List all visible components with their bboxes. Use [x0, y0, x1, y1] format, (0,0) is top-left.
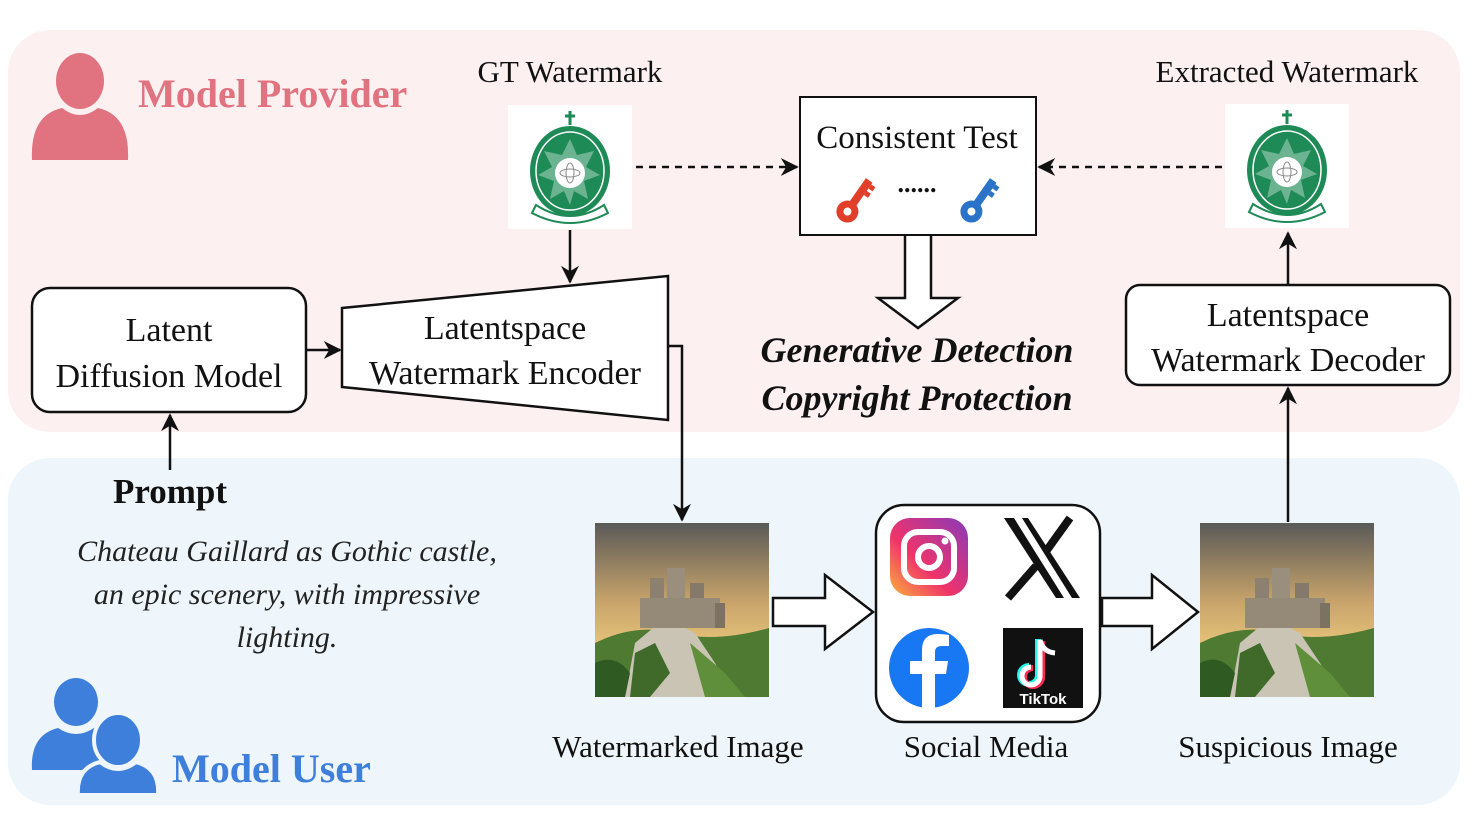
facebook-icon: [889, 628, 969, 708]
key-icon-red: [836, 178, 876, 223]
extracted-watermark-label: Extracted Watermark: [1156, 54, 1419, 89]
extracted-watermark-seal-image: [1225, 104, 1349, 228]
instagram-icon: [890, 518, 968, 596]
decoder-line-2: Watermark Decoder: [1151, 342, 1426, 379]
ldm-line-1: Latent: [126, 312, 213, 349]
gt-watermark-label: GT Watermark: [478, 54, 663, 89]
consistent-test-title: Consistent Test: [816, 120, 1018, 156]
suspicious-image-label: Suspicious Image: [1178, 729, 1398, 764]
watermarked-image-label: Watermarked Image: [552, 729, 803, 764]
hollow-right-arrow-1: [771, 572, 876, 652]
x-icon: [1004, 515, 1080, 601]
ldm-line-2: Diffusion Model: [56, 358, 283, 395]
hollow-right-arrow-2: [1100, 572, 1200, 652]
hollow-down-arrow: [874, 236, 962, 330]
provider-title: Model Provider: [138, 71, 407, 116]
decoder-line-1: Latentspace: [1207, 297, 1369, 334]
latent-diffusion-model-box: Latent Diffusion Model: [30, 286, 308, 414]
encoder-line-2: Watermark Encoder: [369, 355, 642, 392]
outcome-line-1: Generative Detection: [761, 330, 1074, 370]
encoder-line-1: Latentspace: [424, 310, 586, 347]
suspicious-image: [1200, 523, 1374, 697]
person-icon: [31, 53, 129, 160]
consistent-test-box: Consistent Test ......: [799, 96, 1037, 236]
ellipsis-dots: ......: [898, 169, 937, 198]
watermark-decoder-box: Latentspace Watermark Decoder: [1124, 283, 1452, 387]
watermark-encoder-trapezoid: Latentspace Watermark Encoder: [340, 274, 670, 422]
gt-watermark-seal-image: [508, 105, 632, 229]
social-media-box: TikTok: [874, 503, 1102, 724]
prompt-line-3: lighting.: [237, 621, 338, 654]
users-icon: [31, 678, 161, 797]
tiktok-text: TikTok: [1020, 691, 1068, 708]
user-title: Model User: [172, 746, 371, 791]
prompt-line-2: an epic scenery, with impressive: [94, 578, 480, 611]
prompt-label: Prompt: [113, 472, 227, 511]
outcome-line-2: Copyright Protection: [761, 378, 1072, 418]
prompt-line-1: Chateau Gaillard as Gothic castle,: [77, 535, 497, 568]
watermarked-image: [595, 523, 769, 697]
encoder-to-image-arrow: [668, 344, 691, 522]
key-icon-blue: [960, 178, 1000, 223]
tiktok-icon: TikTok: [1003, 628, 1083, 708]
social-media-label: Social Media: [904, 729, 1069, 764]
